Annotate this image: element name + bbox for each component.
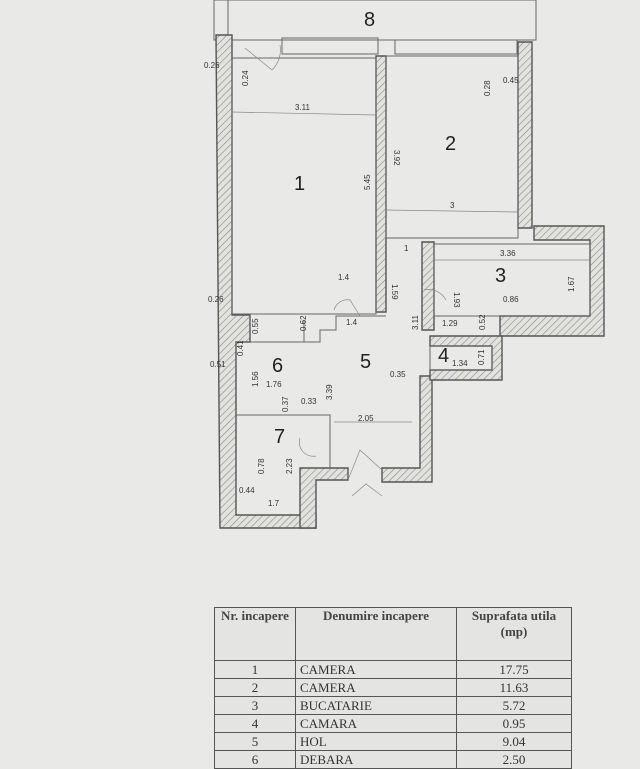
room-2-outline bbox=[385, 55, 519, 239]
dimension-label: 2.23 bbox=[285, 458, 294, 474]
dimension-label: 0.44 bbox=[239, 486, 255, 495]
column-header-name: Denumire incapere bbox=[295, 607, 457, 661]
door-kitchen bbox=[423, 289, 447, 301]
room-name: HOL bbox=[295, 732, 457, 751]
room-label-5: 5 bbox=[360, 351, 371, 373]
room-1-outline bbox=[231, 57, 377, 315]
dimension-label: 5.45 bbox=[363, 174, 372, 190]
door-room7 bbox=[299, 437, 317, 457]
room-name: BUCATARIE bbox=[295, 696, 457, 715]
dimension-label: 0.51 bbox=[210, 360, 226, 369]
wall-bottom bbox=[299, 467, 349, 529]
dimension-label: 1.67 bbox=[567, 276, 576, 292]
column-header-nr: Nr. incapere bbox=[214, 607, 296, 661]
door-hall bbox=[333, 299, 361, 317]
wall-entry-right bbox=[381, 375, 433, 483]
room-area: 5.72 bbox=[456, 696, 572, 715]
room-number: 3 bbox=[214, 696, 296, 715]
room-number: 4 bbox=[214, 714, 296, 733]
wall-partition-1-2 bbox=[375, 55, 387, 313]
dimension-label: 0.45 bbox=[503, 76, 519, 85]
room-number: 2 bbox=[214, 678, 296, 697]
wall-partition-hall bbox=[421, 241, 435, 331]
room-name: CAMARA bbox=[295, 714, 457, 733]
dimension-label: 3.11 bbox=[295, 103, 311, 112]
dimension-label: 0.62 bbox=[299, 315, 308, 331]
room-label-2: 2 bbox=[445, 133, 456, 155]
dimension-label: 0.86 bbox=[503, 295, 519, 304]
dimension-label: 1.76 bbox=[266, 380, 282, 389]
room-label-8: 8 bbox=[364, 9, 375, 31]
room-name: CAMERA bbox=[295, 678, 457, 697]
room-4-outline bbox=[429, 345, 493, 371]
dimension-label: 0.55 bbox=[251, 318, 260, 334]
dimension-label: 0.41 bbox=[236, 340, 245, 356]
room-number: 6 bbox=[214, 750, 296, 769]
dimension-label: 1 bbox=[404, 244, 409, 253]
room-label-6: 6 bbox=[272, 355, 283, 377]
dimension-label: 0.35 bbox=[390, 370, 406, 379]
dimension-label: 0.24 bbox=[241, 70, 250, 86]
dimension-label: 1.4 bbox=[346, 318, 358, 327]
dimension-label: 1.4 bbox=[338, 273, 350, 282]
dimension-label: 0.28 bbox=[483, 80, 492, 96]
dimension-label: 0.33 bbox=[301, 397, 317, 406]
dimension-label: 1.56 bbox=[251, 371, 260, 387]
room-number: 5 bbox=[214, 732, 296, 751]
dimension-label: 3.36 bbox=[500, 249, 516, 258]
dimension-label: 0.52 bbox=[478, 314, 487, 330]
dimension-label: 1.29 bbox=[442, 319, 458, 328]
room-label-4: 4 bbox=[438, 345, 449, 367]
room-area: 0.95 bbox=[456, 714, 572, 733]
room-label-7: 7 bbox=[274, 426, 285, 448]
dimension-label: 1.7 bbox=[268, 499, 280, 508]
room-label-3: 3 bbox=[495, 265, 506, 287]
dimension-label: 0.78 bbox=[257, 458, 266, 474]
room-label-1: 1 bbox=[294, 173, 305, 195]
room-number: 1 bbox=[214, 660, 296, 679]
dimension-label: 0.71 bbox=[477, 349, 486, 365]
floor-plan: 1 2 3 4 5 6 7 8 3.11 5.45 3.92 3 0.26 0.… bbox=[204, 0, 605, 529]
room-name: DEBARA bbox=[295, 750, 457, 769]
balcony-outline bbox=[213, 0, 537, 41]
wall-room3 bbox=[499, 225, 605, 337]
table-header-row: Nr. incapere Denumire incapere Suprafata… bbox=[214, 607, 572, 661]
wall-right-room2 bbox=[517, 41, 533, 229]
room-3-outline bbox=[433, 243, 591, 317]
dimension-label: 3.92 bbox=[392, 150, 401, 166]
dimension-label: 1.34 bbox=[452, 359, 468, 368]
dimension-label: 3.39 bbox=[325, 384, 334, 400]
room-name: CAMERA bbox=[295, 660, 457, 679]
room-area-table: Nr. incapere Denumire incapere Suprafata… bbox=[214, 607, 572, 769]
door-room1 bbox=[244, 44, 281, 71]
door-entrance bbox=[347, 449, 383, 481]
dimension-label: 0.37 bbox=[281, 396, 290, 412]
dimension-label: 2.05 bbox=[358, 414, 374, 423]
room-area: 9.04 bbox=[456, 732, 572, 751]
dimension-label: 3.11 bbox=[411, 314, 420, 330]
room-area: 2.50 bbox=[456, 750, 572, 769]
dimension-label: 0.26 bbox=[204, 61, 220, 70]
dimension-label: 1.93 bbox=[452, 292, 461, 308]
dimension-label: 0.26 bbox=[208, 295, 224, 304]
room-area: 11.63 bbox=[456, 678, 572, 697]
entrance-arrow bbox=[351, 483, 383, 497]
column-header-area: Suprafata utila (mp) bbox=[456, 607, 572, 661]
dimension-label: 1.59 bbox=[390, 284, 399, 300]
dimension-label: 3 bbox=[450, 201, 455, 210]
room-area: 17.75 bbox=[456, 660, 572, 679]
